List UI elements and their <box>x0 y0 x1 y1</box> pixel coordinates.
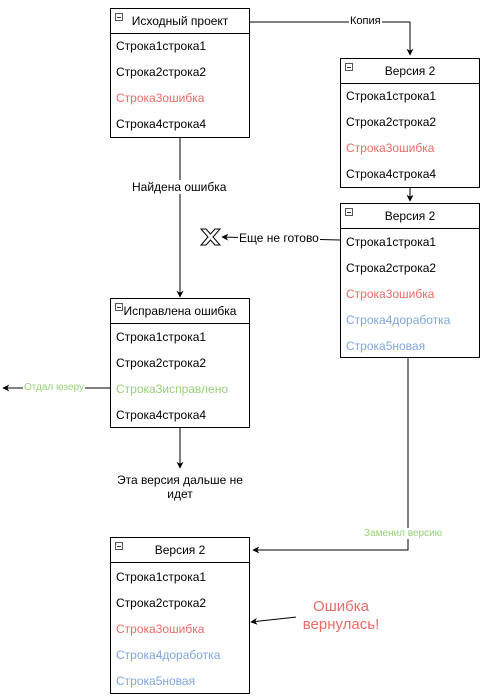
label-gave-user: Отдал юзеру <box>23 382 86 393</box>
box-header: Исправлена ошибка <box>111 299 249 324</box>
box-header: Версия 2 <box>111 538 249 563</box>
box-row-error: Строка3ошибка <box>346 141 435 155</box>
box-row: Строка2строка2 <box>346 261 437 275</box>
box-header: Версия 2 <box>341 204 479 229</box>
box-original-project[interactable]: Исходный проект Строка1строка1 Строка2ст… <box>110 8 250 138</box>
box-row: Строка1строка1 <box>346 235 437 249</box>
box-title: Версия 2 <box>154 543 206 557</box>
box-row: Строка2строка2 <box>346 115 437 129</box>
collapse-icon[interactable] <box>115 13 123 21</box>
box-row-error: Строка3ошибка <box>116 91 205 105</box>
box-row-fixed: Строка3исправлено <box>116 382 228 396</box>
box-title: Исправлена ошибка <box>123 304 237 318</box>
box-row: Строка2строка2 <box>116 596 207 610</box>
box-row-new: Строка4доработка <box>116 648 221 662</box>
box-title: Исходный проект <box>131 14 229 28</box>
box-row-new: Строка4доработка <box>346 313 451 327</box>
label-no-further-line1: Эта версия дальше не <box>117 473 243 487</box>
box-row-error: Строка3ошибка <box>346 287 435 301</box>
box-row: Строка4строка4 <box>346 167 437 181</box>
box-title: Версия 2 <box>384 64 436 78</box>
label-replaced-version: Заменил версию <box>363 528 444 539</box>
box-row: Строка1строка1 <box>116 570 207 584</box>
collapse-icon[interactable] <box>345 63 353 71</box>
label-error-returned-line2: вернулась! <box>302 616 380 633</box>
box-row-error: Строка3ошибка <box>116 622 205 636</box>
box-header: Исходный проект <box>111 9 249 34</box>
collapse-icon[interactable] <box>115 303 123 311</box>
label-copy: Копия <box>349 15 382 27</box>
box-row: Строка4строка4 <box>116 117 207 131</box>
box-title: Версия 2 <box>384 209 436 223</box>
collapse-icon[interactable] <box>115 542 123 550</box>
box-version2-final[interactable]: Версия 2 Строка1строка1 Строка2строка2 С… <box>110 537 250 694</box>
box-row: Строка1строка1 <box>346 89 437 103</box>
collapse-icon[interactable] <box>345 208 353 216</box>
box-row: Строка1строка1 <box>116 39 207 53</box>
box-row: Строка2строка2 <box>116 356 207 370</box>
cross-icon <box>199 228 222 246</box>
label-found-error: Найдена ошибка <box>131 180 228 194</box>
replaced-version-connector <box>252 358 409 554</box>
box-row: Строка2строка2 <box>116 65 207 79</box>
copy-connector <box>250 21 414 56</box>
box-version2-copy[interactable]: Версия 2 Строка1строка1 Строка2строка2 С… <box>340 58 480 188</box>
label-not-ready: Еще не готово <box>238 231 320 245</box>
box-header: Версия 2 <box>341 59 479 84</box>
label-no-further: Эта версия дальше не идет <box>110 473 250 501</box>
box-row: Строка1строка1 <box>116 330 207 344</box>
box-row-new: Строка5новая <box>346 339 426 353</box>
box-row: Строка4строка4 <box>116 408 207 422</box>
box-row-new: Строка5новая <box>116 674 196 688</box>
label-error-returned: Ошибка вернулась! <box>296 598 386 634</box>
label-no-further-line2: идет <box>167 487 193 501</box>
box-version2-work[interactable]: Версия 2 Строка1строка1 Строка2строка2 С… <box>340 203 480 358</box>
label-error-returned-line1: Ошибка <box>313 598 369 615</box>
box-fixed-error[interactable]: Исправлена ошибка Строка1строка1 Строка2… <box>110 298 250 428</box>
